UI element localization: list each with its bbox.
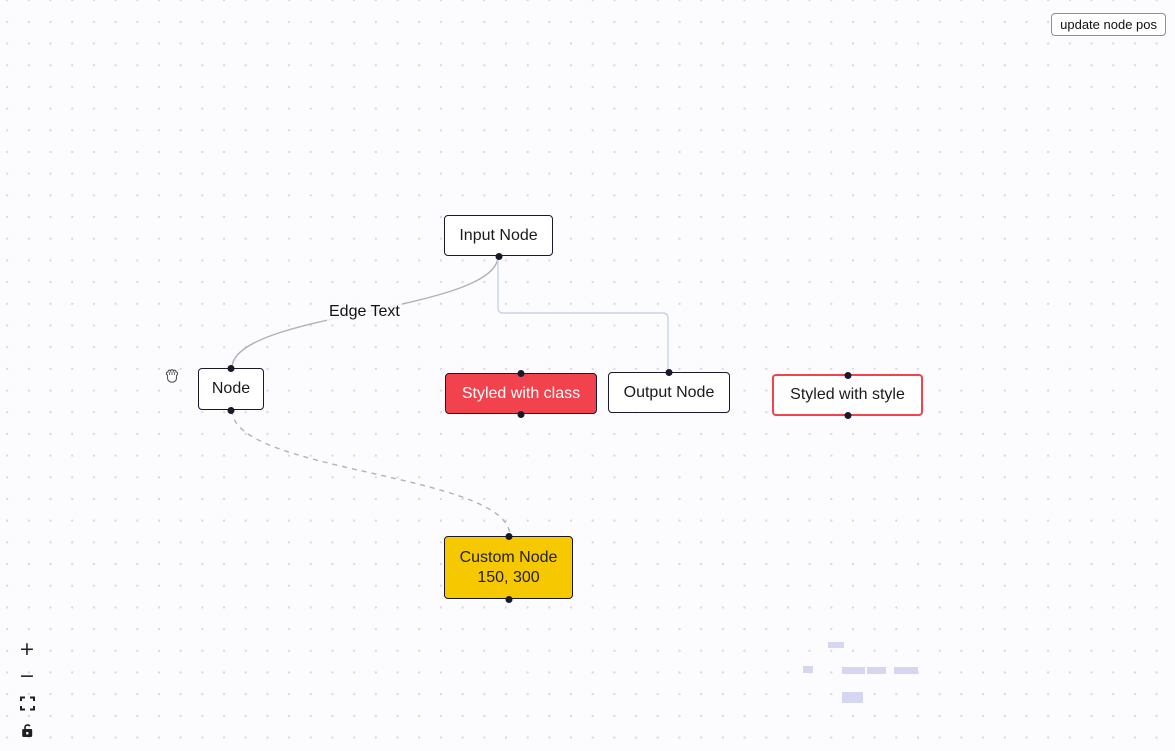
minimap-node	[842, 692, 863, 703]
grab-hand-cursor-icon	[165, 369, 179, 383]
minimap-node	[803, 666, 813, 673]
node-label: Styled with class	[461, 384, 581, 402]
target-handle-icon[interactable]	[505, 532, 512, 540]
source-handle-icon[interactable]	[517, 410, 525, 418]
node-input[interactable]: Input Node	[444, 215, 553, 260]
node-styled-with-class[interactable]: Styled with class	[445, 369, 597, 418]
source-handle-icon[interactable]	[227, 406, 235, 414]
node-label: Custom Node	[459, 548, 558, 566]
source-handle-icon[interactable]	[844, 411, 851, 419]
node-label: Styled with style	[790, 386, 905, 403]
node-label: Input Node	[459, 226, 538, 244]
node-sublabel: 150, 300	[477, 568, 540, 586]
minus-icon: −	[19, 664, 35, 687]
update-node-pos-button[interactable]: update node pos	[1051, 13, 1166, 36]
node-styled-with-style[interactable]: Styled with style	[772, 371, 923, 419]
minimap-node	[867, 667, 886, 674]
minimap-node	[842, 667, 865, 674]
edge-label[interactable]: Edge Text	[327, 302, 402, 322]
node-output[interactable]: Output Node	[608, 368, 730, 413]
zoom-in-button[interactable]: +	[17, 637, 37, 660]
minimap-node	[828, 642, 844, 648]
lock-button[interactable]	[17, 721, 37, 739]
edge-input-to-output[interactable]	[497, 256, 669, 372]
target-handle-icon[interactable]	[844, 371, 851, 379]
controls-panel: + −	[16, 637, 38, 739]
node-label: Output Node	[623, 383, 715, 401]
source-handle-icon[interactable]	[495, 252, 502, 260]
minimap-node	[894, 667, 918, 674]
target-handle-icon[interactable]	[665, 368, 673, 376]
node-custom[interactable]: Custom Node 150, 300	[444, 532, 573, 603]
target-handle-icon[interactable]	[227, 364, 235, 372]
zoom-out-button[interactable]: −	[17, 664, 37, 687]
node-label: Node	[211, 380, 251, 397]
edge-node-to-custom[interactable]	[231, 409, 511, 537]
plus-icon: +	[19, 637, 35, 660]
fit-view-icon	[19, 696, 35, 710]
source-handle-icon[interactable]	[505, 595, 512, 603]
lock-icon	[22, 724, 33, 737]
target-handle-icon[interactable]	[517, 369, 525, 377]
fit-view-button[interactable]	[17, 694, 37, 712]
node-default[interactable]: Node	[198, 364, 264, 414]
minimap[interactable]	[803, 586, 1160, 736]
